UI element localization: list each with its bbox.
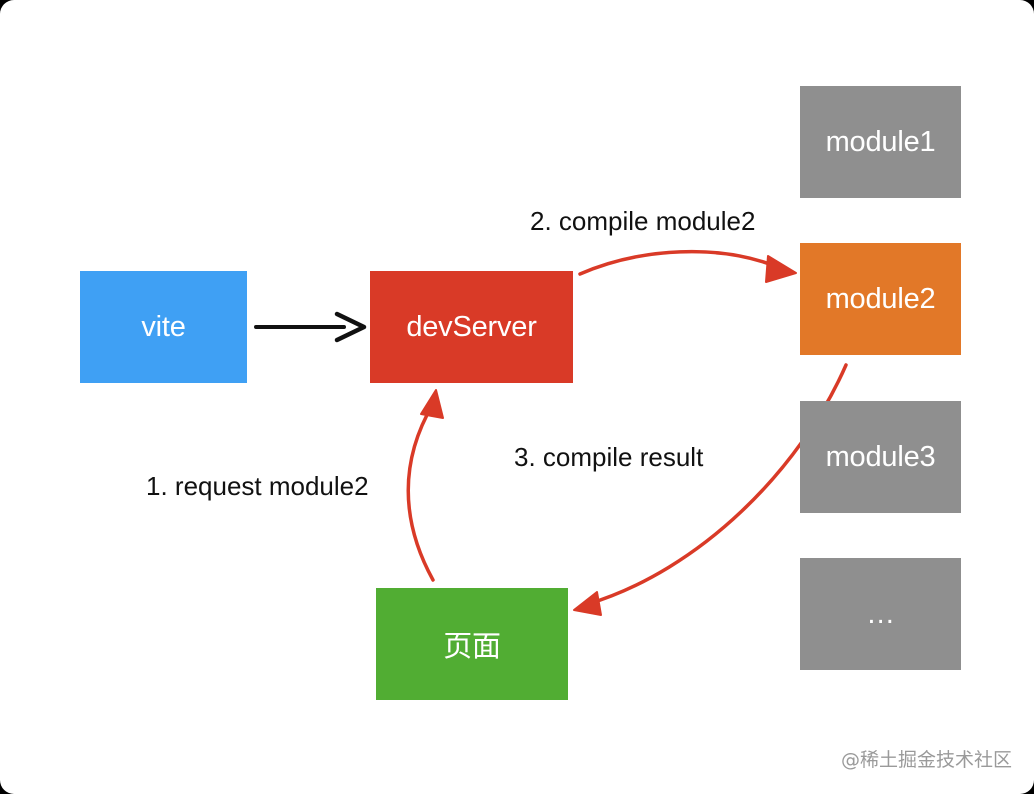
watermark: @稀土掘金技术社区 [840, 749, 1012, 771]
module2-node: module2 [800, 243, 961, 355]
module2-label: module2 [825, 282, 936, 315]
edge-label-result: 3. compile result [514, 442, 704, 472]
vite-node: vite [80, 271, 247, 383]
vite-label: vite [141, 310, 186, 343]
devserver-node: devServer [370, 271, 573, 383]
module3-node: module3 [800, 401, 961, 513]
module1-label: module1 [825, 125, 936, 158]
page-label: 页面 [443, 631, 501, 663]
devserver-label: devServer [406, 310, 537, 343]
arrow-vite-to-devserver [254, 311, 367, 343]
arrow-page-to-devserver [406, 389, 444, 582]
more-modules-node: … [800, 558, 961, 670]
edge-label-request: 1. request module2 [146, 471, 369, 501]
module3-label: module3 [825, 440, 936, 473]
edge-label-compile: 2. compile module2 [530, 206, 756, 236]
arrow-devserver-to-module2 [578, 249, 797, 283]
more-modules-label: … [866, 597, 895, 630]
page-node: 页面 [376, 588, 568, 700]
module1-node: module1 [800, 86, 961, 198]
